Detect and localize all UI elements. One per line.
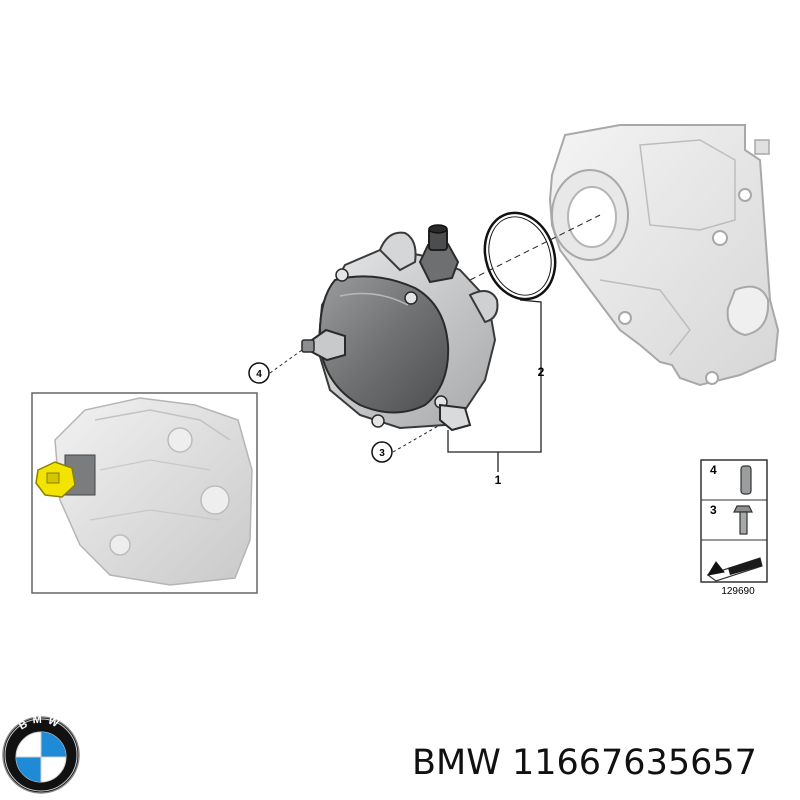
legend-row-4-label: 4: [710, 463, 717, 477]
figure-number: 129690: [721, 586, 755, 597]
callout-4-label: 4: [256, 369, 262, 380]
assembly-axis-line: [469, 214, 601, 281]
legend-dowel-pin: [740, 465, 752, 495]
legend-bolt: [733, 505, 753, 535]
part-caption: BMW 11667635657: [412, 740, 792, 786]
caption-part-number: 11667635657: [511, 743, 757, 783]
engine-location-inset: [31, 392, 258, 594]
callout-3: 3: [371, 441, 393, 463]
callout-4: 4: [248, 362, 270, 384]
legend-direction-arrow: [706, 557, 763, 582]
caption-brand: BMW: [412, 743, 501, 783]
line-label-1: 1: [495, 473, 502, 487]
line-label-2: 2: [538, 365, 545, 379]
o-ring-seal-inner: [488, 216, 552, 296]
legend-row-3-label: 3: [710, 503, 717, 517]
vacuum-pump-illustration: [301, 224, 499, 432]
o-ring-seal: [483, 211, 557, 301]
parts-legend: 4 3: [700, 459, 768, 583]
bmw-logo: BMW: [2, 714, 80, 794]
leader-lines: [269, 299, 542, 453]
callout-3-label: 3: [379, 448, 385, 459]
engine-housing-illustration: [548, 124, 780, 387]
